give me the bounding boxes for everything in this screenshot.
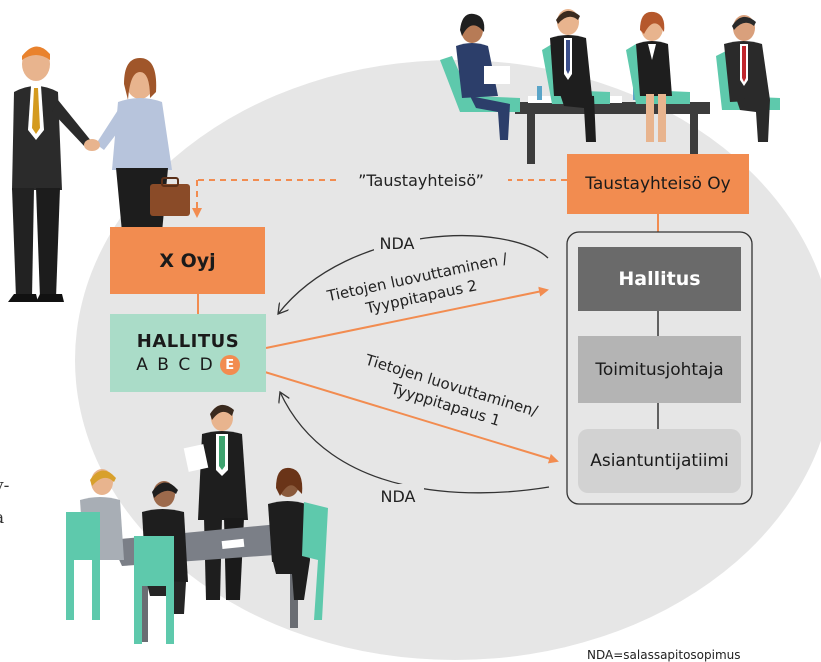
hallitus-left-members: A B C D [136,355,215,375]
hallitus-left-title: HALLITUS [136,331,240,352]
asiantuntijatiimi-label: Asiantuntijatiimi [590,451,729,471]
cutoff-text-line2: a [0,502,9,534]
taustayhteiso-quote-label: ”Taustayhteisö” [358,171,484,190]
member-e-badge: E [219,355,240,375]
x-oyj-label: X Oyj [159,249,216,272]
nda-bottom-label: NDA [381,487,416,506]
taustayhteiso-oy-label: Taustayhteisö Oy [585,174,731,194]
cutoff-text-line1: v- [0,476,10,496]
toimitusjohtaja-label: Toimitusjohtaja [595,359,724,380]
nda-top-label-bg [374,232,420,252]
asiantuntijatiimi-node: Asiantuntijatiimi [578,429,741,493]
tyyppitapaus-1-arrow [254,368,559,464]
nda-bottom-label-bg [372,484,424,506]
tyyppitapaus-2-arrow [265,286,549,349]
panel-people-illustration [440,9,780,164]
footnote: NDA=salassapitosopimus [587,648,741,662]
hallitus-right-label: Hallitus [618,268,701,290]
hallitus-right-node: Hallitus [578,247,741,311]
meeting-people-illustration [66,404,328,644]
hallitus-left-members-row: A B C D E [136,355,240,375]
nda-top-label: NDA [380,234,415,253]
taustayhteiso-oy-node: Taustayhteisö Oy [567,154,749,214]
right-group-container [566,231,753,505]
quote-label-bg [336,168,508,192]
cutoff-text: v- a [0,470,9,534]
nda-top-curve [278,235,549,314]
hallitus-left-node: HALLITUS A B C D E [110,314,266,392]
member-e-label: E [225,357,235,373]
toimitusjohtaja-node: Toimitusjohtaja [578,336,741,403]
x-oyj-node: X Oyj [110,227,265,294]
taustayhteiso-dashed-link [192,179,567,218]
